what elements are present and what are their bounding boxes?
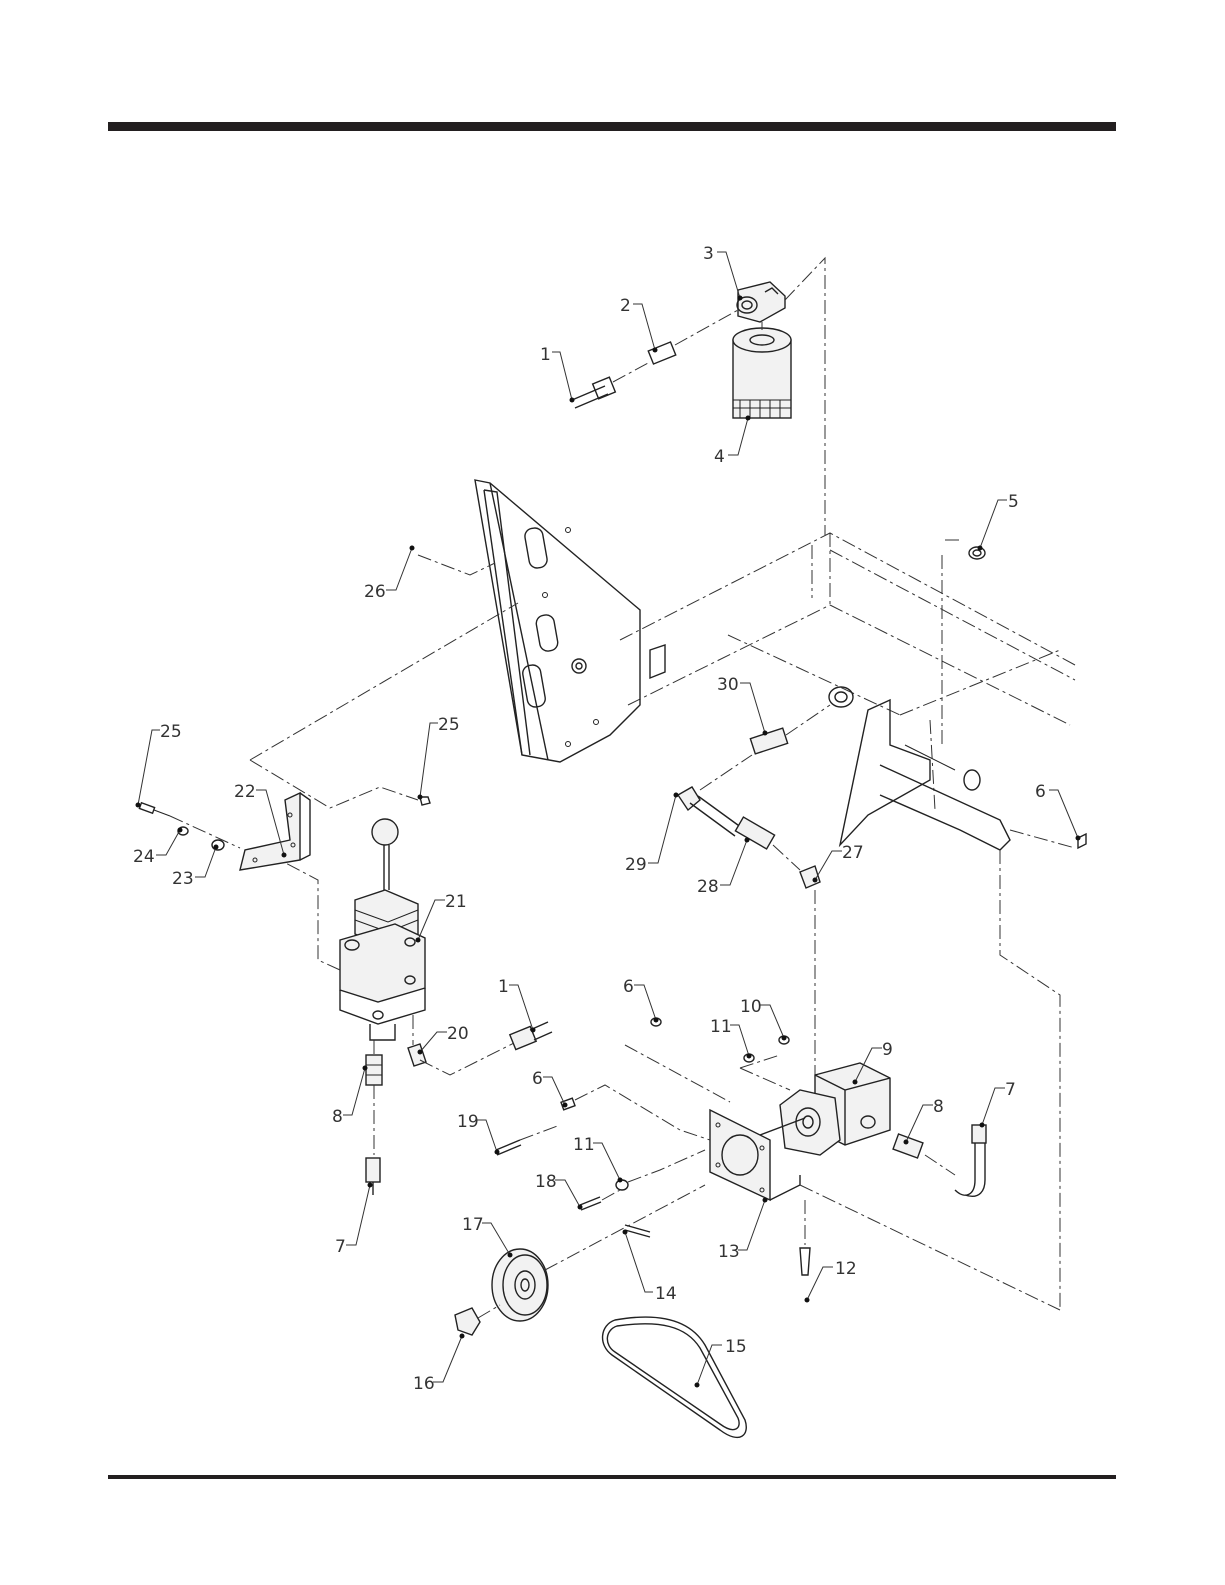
- callout-29: 29: [625, 855, 647, 875]
- callout-21: 21: [445, 892, 467, 912]
- callout-23: 23: [172, 869, 194, 889]
- callout-6-lower: 6: [532, 1069, 543, 1089]
- callout-6-right: 6: [1035, 782, 1046, 802]
- callout-12: 12: [835, 1259, 857, 1279]
- callout-7-right: 7: [1005, 1080, 1016, 1100]
- callout-1-upper: 1: [540, 345, 551, 365]
- callout-2: 2: [620, 296, 631, 316]
- callout-8-right: 8: [933, 1097, 944, 1117]
- callout-27: 27: [842, 843, 864, 863]
- callout-labels: 1 2 3 4 5 26 30 25 25 22 24 23 6 29 28 2…: [133, 244, 1046, 1394]
- callout-11-lower: 11: [573, 1135, 595, 1155]
- leaders: [136, 252, 1081, 1388]
- callout-6-middle: 6: [623, 977, 634, 997]
- callout-15: 15: [725, 1337, 747, 1357]
- callout-3: 3: [703, 244, 714, 264]
- callout-14: 14: [655, 1284, 677, 1304]
- callout-25-right: 25: [438, 715, 460, 735]
- callout-8-left: 8: [332, 1107, 343, 1127]
- callout-24: 24: [133, 847, 155, 867]
- callout-16: 16: [413, 1374, 435, 1394]
- callout-10: 10: [740, 997, 762, 1017]
- callout-9: 9: [882, 1040, 893, 1060]
- side-plate: [475, 480, 665, 762]
- callout-11-upper: 11: [710, 1017, 732, 1037]
- pump-assembly: [455, 1063, 1060, 1437]
- callout-20: 20: [447, 1024, 469, 1044]
- callout-28: 28: [697, 877, 719, 897]
- valve-bracket: [139, 555, 518, 870]
- callout-5: 5: [1008, 492, 1019, 512]
- callout-1-lower: 1: [498, 977, 509, 997]
- callout-30: 30: [717, 675, 739, 695]
- callout-19: 19: [457, 1112, 479, 1132]
- callout-22: 22: [234, 782, 256, 802]
- callout-7-left: 7: [335, 1237, 346, 1257]
- callout-13: 13: [718, 1242, 740, 1262]
- machine-frame: [620, 533, 1075, 810]
- filter-assembly: [733, 282, 791, 418]
- footer-rule: [108, 1475, 1116, 1479]
- lower-valve-fittings: [366, 1040, 382, 1195]
- callout-25-left: 25: [160, 722, 182, 742]
- control-valve: [280, 819, 425, 1040]
- elbow-hose: [408, 1015, 552, 1075]
- callout-4: 4: [714, 447, 725, 467]
- callout-18: 18: [535, 1172, 557, 1192]
- callout-26: 26: [364, 582, 386, 602]
- callout-17: 17: [462, 1215, 484, 1235]
